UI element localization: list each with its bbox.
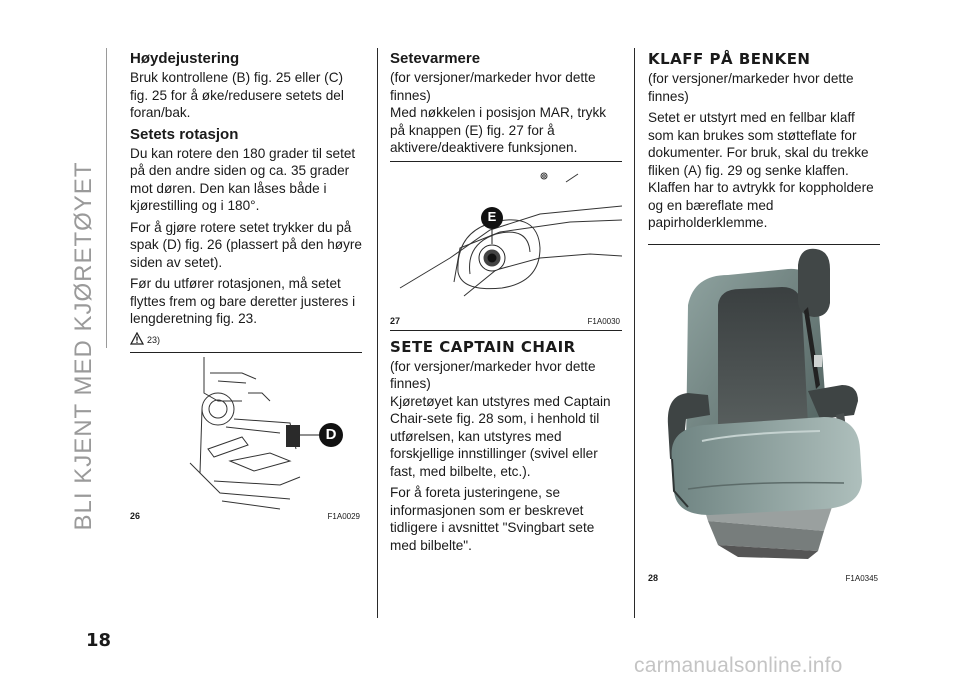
paragraph: (for versjoner/markeder hvor dette finne… xyxy=(648,71,854,104)
column-separator xyxy=(634,48,635,618)
column-right: KLAFF PÅ BENKEN (for versjoner/markeder … xyxy=(648,50,880,585)
seat-heater-button-illustration xyxy=(399,172,622,296)
figure-number: 26 xyxy=(130,510,141,521)
heading-seat-rotation: Setets rotasjon xyxy=(130,125,239,143)
seat-base-lever-illustration xyxy=(189,356,343,509)
paragraph: Setet er utstyrt med en fellbar klaff so… xyxy=(648,110,874,230)
figure-code: F1A0029 xyxy=(327,511,360,521)
chapter-side-title: BLI KJENT MED KJØRETØYET xyxy=(70,161,97,531)
warning-reference: 23) xyxy=(130,331,362,345)
figure-26: D 26 F1A0029 xyxy=(130,351,362,523)
figure-number: 27 xyxy=(390,315,401,326)
column-middle: Setevarmere (for versjoner/markeder hvor… xyxy=(390,50,622,558)
paragraph: For å gjøre rotere setet trykker du på s… xyxy=(130,219,362,270)
captain-chair-seat-photo xyxy=(667,248,862,559)
paragraph: For å foreta justeringene, se informasjo… xyxy=(390,485,595,553)
figure-code: F1A0030 xyxy=(587,316,620,326)
heading-seat-heater: Setevarmere xyxy=(390,50,481,67)
paragraph: Med nøkkelen i posisjon MAR, trykk på kn… xyxy=(390,105,607,155)
paragraph: Kjøretøyet kan utstyres med Captain Chai… xyxy=(390,393,611,479)
callout-d-label: D xyxy=(325,425,337,443)
column-left: Høydejustering Bruk kontrollene (B) fig.… xyxy=(130,50,362,523)
figure-number: 28 xyxy=(648,572,659,583)
watermark: carmanualsonline.info xyxy=(634,654,843,677)
column-separator xyxy=(377,48,378,618)
heading-bench-flap: KLAFF PÅ BENKEN xyxy=(648,50,811,68)
paragraph: Du kan rotere den 180 grader til setet p… xyxy=(130,145,356,214)
heading-captain-chair: SETE CAPTAIN CHAIR xyxy=(390,337,576,356)
callout-e-label: E xyxy=(487,208,497,224)
paragraph: (for versjoner/markeder hvor dette finne… xyxy=(390,358,596,392)
warning-ref-number: 23) xyxy=(147,334,161,345)
paragraph: Før du utfører rotasjonen, må setet flyt… xyxy=(130,276,356,326)
figure-27: E 27 F1A0030 xyxy=(390,160,622,328)
section-divider: SETE CAPTAIN CHAIR xyxy=(390,329,622,356)
page-number: 18 xyxy=(86,630,112,651)
heading-height-adjustment: Høydejustering xyxy=(130,50,240,67)
paragraph: Bruk kontrollene (B) fig. 25 eller (C) f… xyxy=(130,70,344,120)
figure-28: 28 F1A0345 xyxy=(648,243,880,585)
figure-code: F1A0345 xyxy=(845,573,878,583)
side-rule xyxy=(106,48,107,348)
paragraph: (for versjoner/markeder hvor dette finne… xyxy=(390,70,596,103)
warning-triangle-icon xyxy=(130,331,144,345)
